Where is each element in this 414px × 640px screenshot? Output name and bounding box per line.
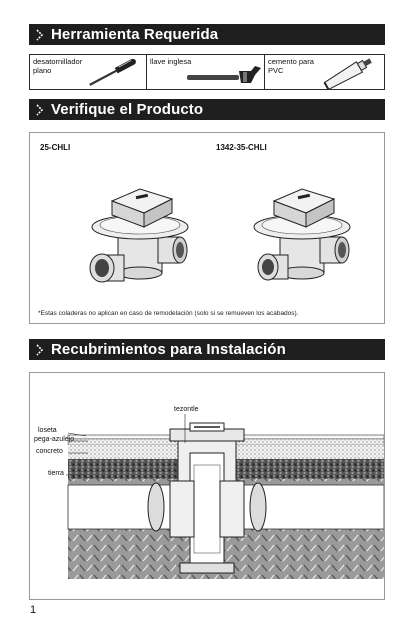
cement-tube-icon [323, 58, 372, 89]
drain-product-image [89, 188, 189, 283]
label-pega-azulejo: pega-azulejo [34, 436, 75, 443]
tool-screwdriver: desatornillador plano [30, 55, 147, 89]
install-panel: tezontle loseta pega-azulejo concreto ti… [29, 372, 385, 600]
label-tezontle: tezontle [174, 406, 199, 413]
tools-box: desatornillador plano llave inglesa ceme… [29, 54, 385, 90]
tool-wrench: llave inglesa [147, 55, 265, 89]
model-label-b: 1342-35-CHLI [216, 143, 267, 152]
tool-label: llave inglesa [150, 57, 192, 66]
section-title: Verifique el Producto [51, 101, 204, 118]
section-header-tools: Herramienta Requerida [29, 24, 385, 45]
label-tierra: tierra [48, 470, 64, 477]
section-title: Recubrimientos para Instalación [51, 341, 286, 358]
chevron-right-icon [29, 99, 51, 120]
label-loseta: loseta [38, 427, 57, 434]
drain-product-image [253, 188, 351, 281]
pipe-wrench-icon [187, 66, 261, 83]
page-number: 1 [30, 604, 37, 616]
product-panel: 25-CHLI 1342-35-CHLI [29, 132, 385, 324]
tool-cement: cemento para PVC [265, 55, 384, 89]
screwdriver-icon [89, 59, 136, 86]
model-label-a: 25-CHLI [40, 143, 71, 152]
chevron-right-icon [29, 339, 51, 360]
section-title: Herramienta Requerida [51, 26, 219, 43]
label-concreto: concreto [36, 448, 63, 455]
chevron-right-icon [29, 24, 51, 45]
tool-label: cemento para PVC [268, 57, 314, 75]
section-header-product: Verifique el Producto [29, 99, 385, 120]
installation-cross-section [66, 414, 384, 579]
product-note: *Estas coladeras no aplican en caso de r… [38, 310, 299, 317]
section-header-install: Recubrimientos para Instalación [29, 339, 385, 360]
tool-label: desatornillador plano [33, 57, 83, 75]
